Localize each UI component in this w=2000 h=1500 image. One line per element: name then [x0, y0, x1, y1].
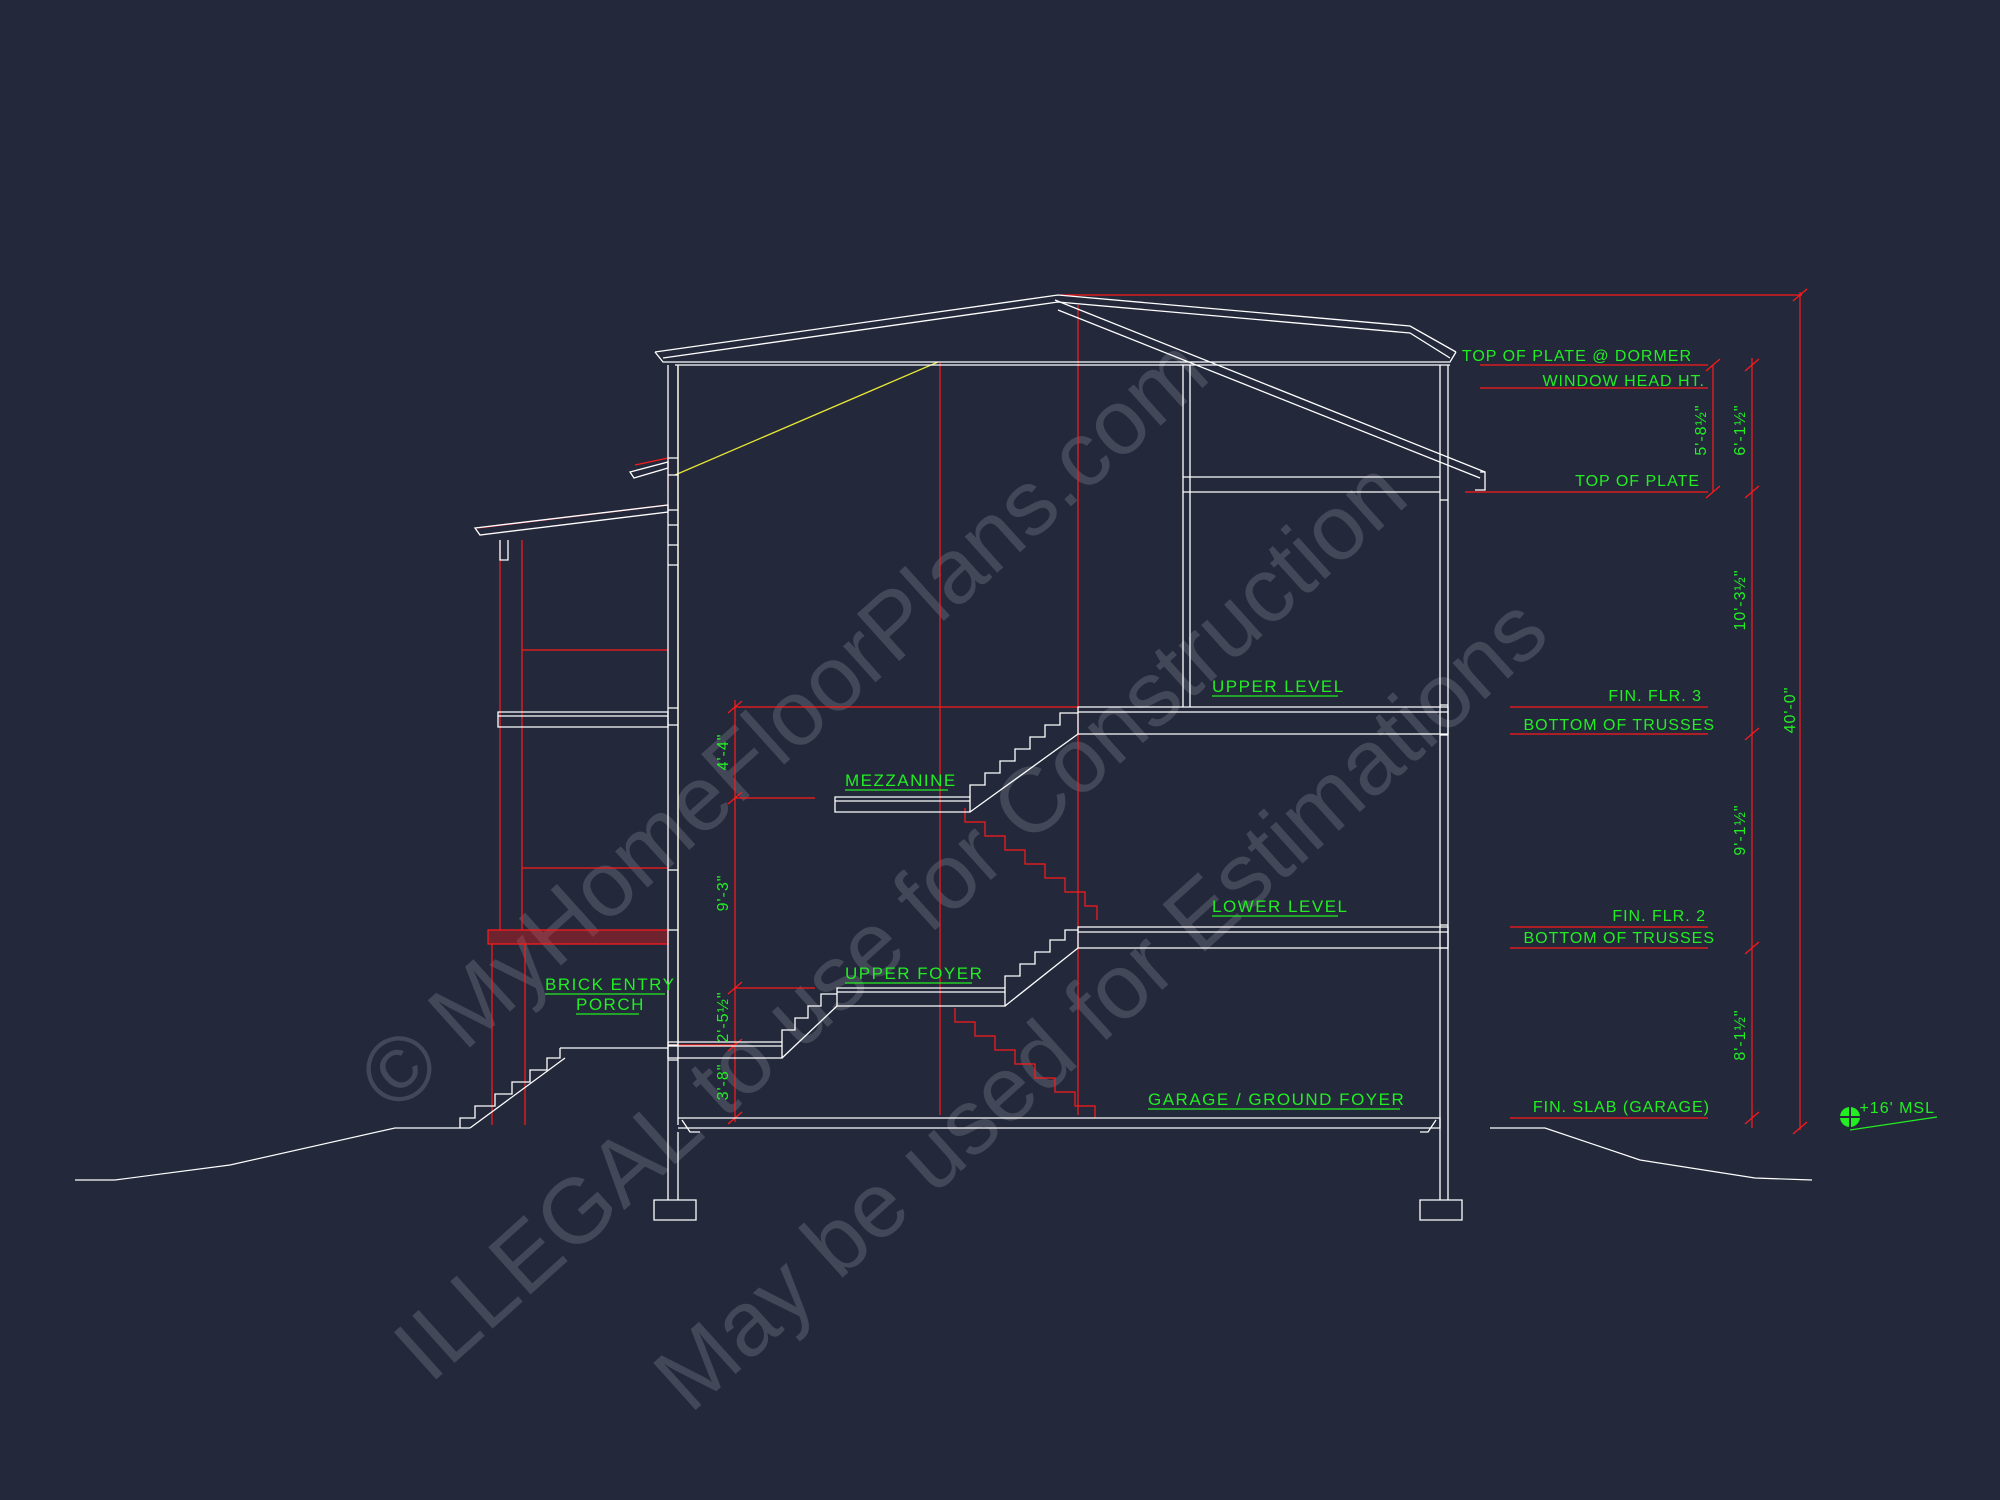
dim-overall: 40'-0" [1782, 687, 1799, 734]
label-msl: +16' MSL [1859, 1100, 1935, 1117]
dim-window-head: 6'-1½" [1732, 404, 1749, 455]
label-top-plate: TOP OF PLATE [1575, 473, 1700, 490]
dim-upper-wall: 10'-3½" [1732, 569, 1749, 630]
dimension-labels: 40'-0" 5'-8½" 6'-1½" 10'-3½" 9'-1½" 8'-1… [715, 404, 1799, 1100]
label-bottom-trusses-1: BOTTOM OF TRUSSES [1523, 717, 1715, 734]
level-labels: TOP OF PLATE @ DORMER WINDOW HEAD HT. TO… [1462, 348, 1935, 1117]
label-garage: GARAGE / GROUND FOYER [1148, 1090, 1405, 1109]
label-top-plate-dormer: TOP OF PLATE @ DORMER [1462, 348, 1692, 365]
ground-line [75, 1127, 1813, 1181]
dim-mezzanine-up: 4'-4" [715, 734, 732, 771]
label-fin-flr-2: FIN. FLR. 2 [1612, 908, 1706, 925]
dim-slab-step: 3'-8" [715, 1064, 732, 1101]
label-fin-flr-3: FIN. FLR. 3 [1608, 688, 1702, 705]
label-lower-level: LOWER LEVEL [1212, 897, 1349, 916]
label-fin-slab: FIN. SLAB (GARAGE) [1533, 1099, 1710, 1116]
room-labels: UPPER LEVEL MEZZANINE LOWER LEVEL UPPER … [545, 677, 1405, 1110]
dim-foyer-step: 2'-5½" [715, 991, 732, 1042]
label-upper-foyer: UPPER FOYER [845, 964, 983, 983]
dim-ground-wall: 8'-1½" [1732, 1009, 1749, 1060]
msl-marker-icon [1840, 1107, 1938, 1131]
dim-dormer-plate: 5'-8½" [1693, 404, 1710, 455]
dim-lower-wall: 9'-1½" [1732, 804, 1749, 855]
label-porch: PORCH [576, 995, 645, 1014]
dim-mezzanine-down: 9'-3" [715, 875, 732, 912]
label-upper-level: UPPER LEVEL [1212, 677, 1345, 696]
label-brick-entry: BRICK ENTRY [545, 975, 676, 994]
label-window-head: WINDOW HEAD HT. [1542, 373, 1705, 390]
label-bottom-trusses-2: BOTTOM OF TRUSSES [1523, 930, 1715, 947]
watermark: © MyHomeFloorPlans.com ILLEGAL to use fo… [340, 318, 1566, 1430]
label-mezzanine: MEZZANINE [845, 771, 957, 790]
building-section [459, 294, 1486, 1221]
